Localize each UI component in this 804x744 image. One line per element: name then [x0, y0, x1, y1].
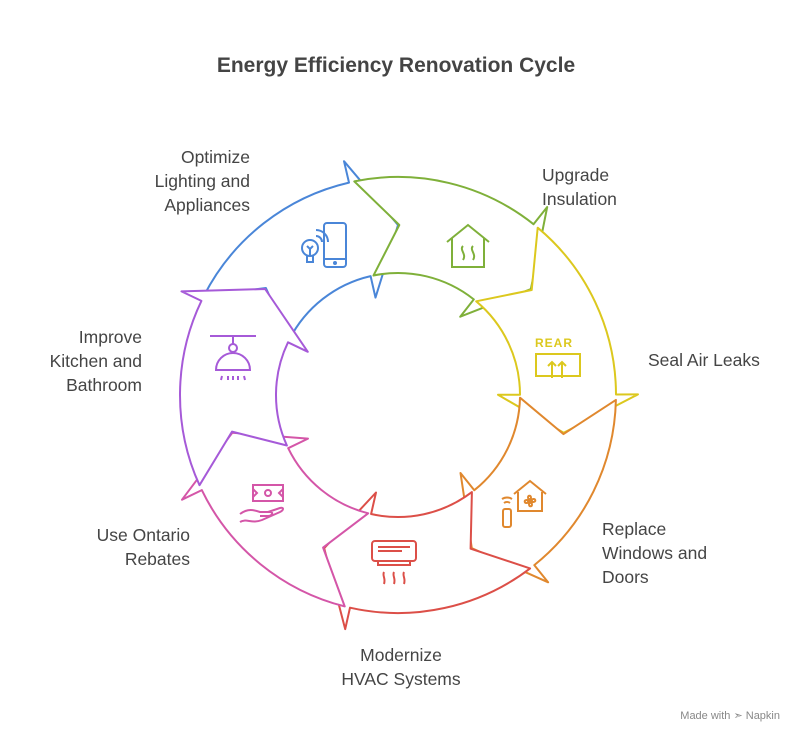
label-line: Kitchen and [49, 351, 142, 371]
label-line: Upgrade [542, 165, 610, 185]
label-line: Use Ontario [96, 525, 190, 545]
step-label-seal-air-leaks: Seal Air Leaks [648, 348, 760, 372]
cycle-arrow-segment [475, 226, 639, 434]
cycle-arrow-segment [353, 176, 549, 318]
napkin-watermark: Made with ➣ Napkin [680, 710, 780, 722]
label-line: Replace [602, 519, 667, 539]
label-line: Doors [602, 567, 649, 587]
rear-vent-icon [535, 353, 581, 378]
cycle-arrow-segment [181, 431, 370, 608]
label-line: HVAC Systems [341, 669, 461, 689]
step-label-upgrade-insulation: Upgrade Insulation [542, 163, 617, 211]
cycle-arrow-segment [459, 396, 617, 584]
smart-bulb-phone-icon [301, 222, 347, 268]
smart-home-fan-icon [501, 479, 547, 528]
cycle-arrow-segment [179, 288, 309, 487]
heated-house-icon [446, 223, 490, 268]
label-line: Optimize [180, 147, 250, 167]
cycle-arrow-segment [202, 160, 399, 341]
label-line: Modernize [360, 645, 442, 665]
label-line: Appliances [164, 195, 250, 215]
label-line: Windows and [602, 543, 708, 563]
diagram-title: Energy Efficiency Renovation Cycle [216, 54, 576, 77]
step-label-kitchen-bathroom: Improve Kitchen and Bathroom [20, 325, 142, 397]
label-line: Lighting and [154, 171, 250, 191]
money-hand-icon [239, 484, 284, 523]
label-line: Seal Air Leaks [648, 350, 760, 370]
ceiling-lamp-icon [210, 335, 256, 381]
label-line: Bathroom [66, 375, 142, 395]
step-label-optimize-lighting: Optimize Lighting and Appliances [120, 145, 250, 217]
cycle-arrow-segment [323, 491, 532, 631]
step-label-replace-windows: Replace Windows and Doors [602, 517, 707, 589]
label-line: Rebates [124, 549, 190, 569]
air-conditioner-icon [371, 540, 417, 585]
rear-vent-label: REAR [535, 336, 574, 350]
step-label-modernize-hvac: Modernize HVAC Systems [306, 643, 496, 691]
label-line: Improve [78, 327, 142, 347]
step-label-ontario-rebates: Use Ontario Rebates [40, 523, 190, 571]
label-line: Insulation [542, 189, 617, 209]
